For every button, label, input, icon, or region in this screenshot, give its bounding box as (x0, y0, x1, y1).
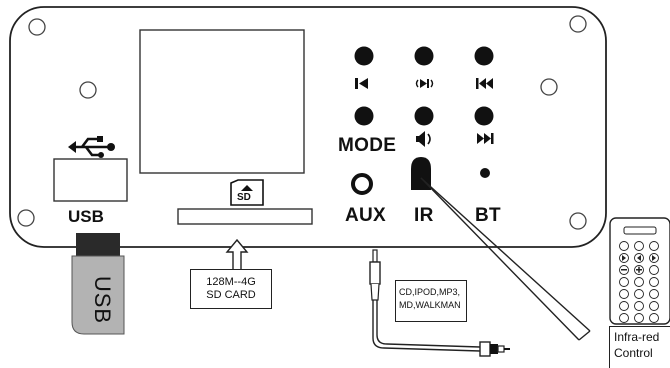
fast-rewind-icon (476, 78, 493, 89)
ir-pointer-line-2 (420, 177, 591, 332)
button-play-pause[interactable] (414, 46, 434, 66)
mounting-hole-bottom-left (17, 209, 35, 227)
aux-cable (369, 249, 510, 357)
sd-icon-label: SD (237, 192, 251, 203)
ir-note-line2: Control (614, 346, 653, 360)
usb-stick-connector (76, 233, 120, 256)
bt-label: BT (475, 205, 501, 226)
button-forward[interactable] (474, 106, 494, 126)
usb-label: USB (68, 207, 104, 226)
aux-note-line1: CD,IPOD,MP3, (399, 287, 461, 297)
volume-icon (416, 131, 431, 147)
sd-card-slot (177, 208, 313, 225)
mounting-hole-top-right (569, 15, 587, 33)
bluetooth-led-icon (480, 168, 490, 178)
display-window (139, 29, 305, 174)
usb-stick-label: USB (90, 275, 115, 325)
mounting-hole-bottom-right (569, 212, 587, 230)
aux-source-note: CD,IPOD,MP3, MD,WALKMAN (395, 280, 467, 322)
button-mode[interactable] (354, 106, 374, 126)
usb-stick (71, 233, 125, 335)
sd-card-note: 128M--4G SD CARD (190, 269, 272, 309)
sd-note-line1: 128M--4G (206, 276, 256, 288)
ir-pointer-line-3 (578, 330, 591, 341)
mounting-hole-mid-left (79, 81, 97, 99)
mounting-hole-mid-right (540, 78, 558, 96)
mode-label: MODE (338, 135, 397, 156)
infrared-control-note: Infra-red Control (609, 326, 670, 368)
button-volume[interactable] (414, 106, 434, 126)
usb-port (53, 158, 128, 202)
button-rewind[interactable] (474, 46, 494, 66)
ir-pointer-line-1 (420, 177, 580, 341)
sd-card-icon (230, 179, 264, 206)
usb-stick-body (71, 255, 125, 335)
fast-forward-icon (477, 133, 494, 144)
button-prev[interactable] (354, 46, 374, 66)
usb-trident-icon (68, 136, 115, 158)
play-pause-icon (415, 79, 434, 88)
aux-note-line2: MD,WALKMAN (399, 300, 461, 310)
aux-label: AUX (345, 205, 387, 226)
previous-track-icon (355, 78, 368, 89)
ir-remote-control (609, 217, 670, 325)
aux-jack[interactable] (351, 173, 373, 195)
sd-note-line2: SD CARD (206, 289, 256, 301)
mounting-hole-top-left (28, 18, 46, 36)
ir-label: IR (414, 205, 434, 226)
ir-note-line1: Infra-red (614, 330, 660, 344)
